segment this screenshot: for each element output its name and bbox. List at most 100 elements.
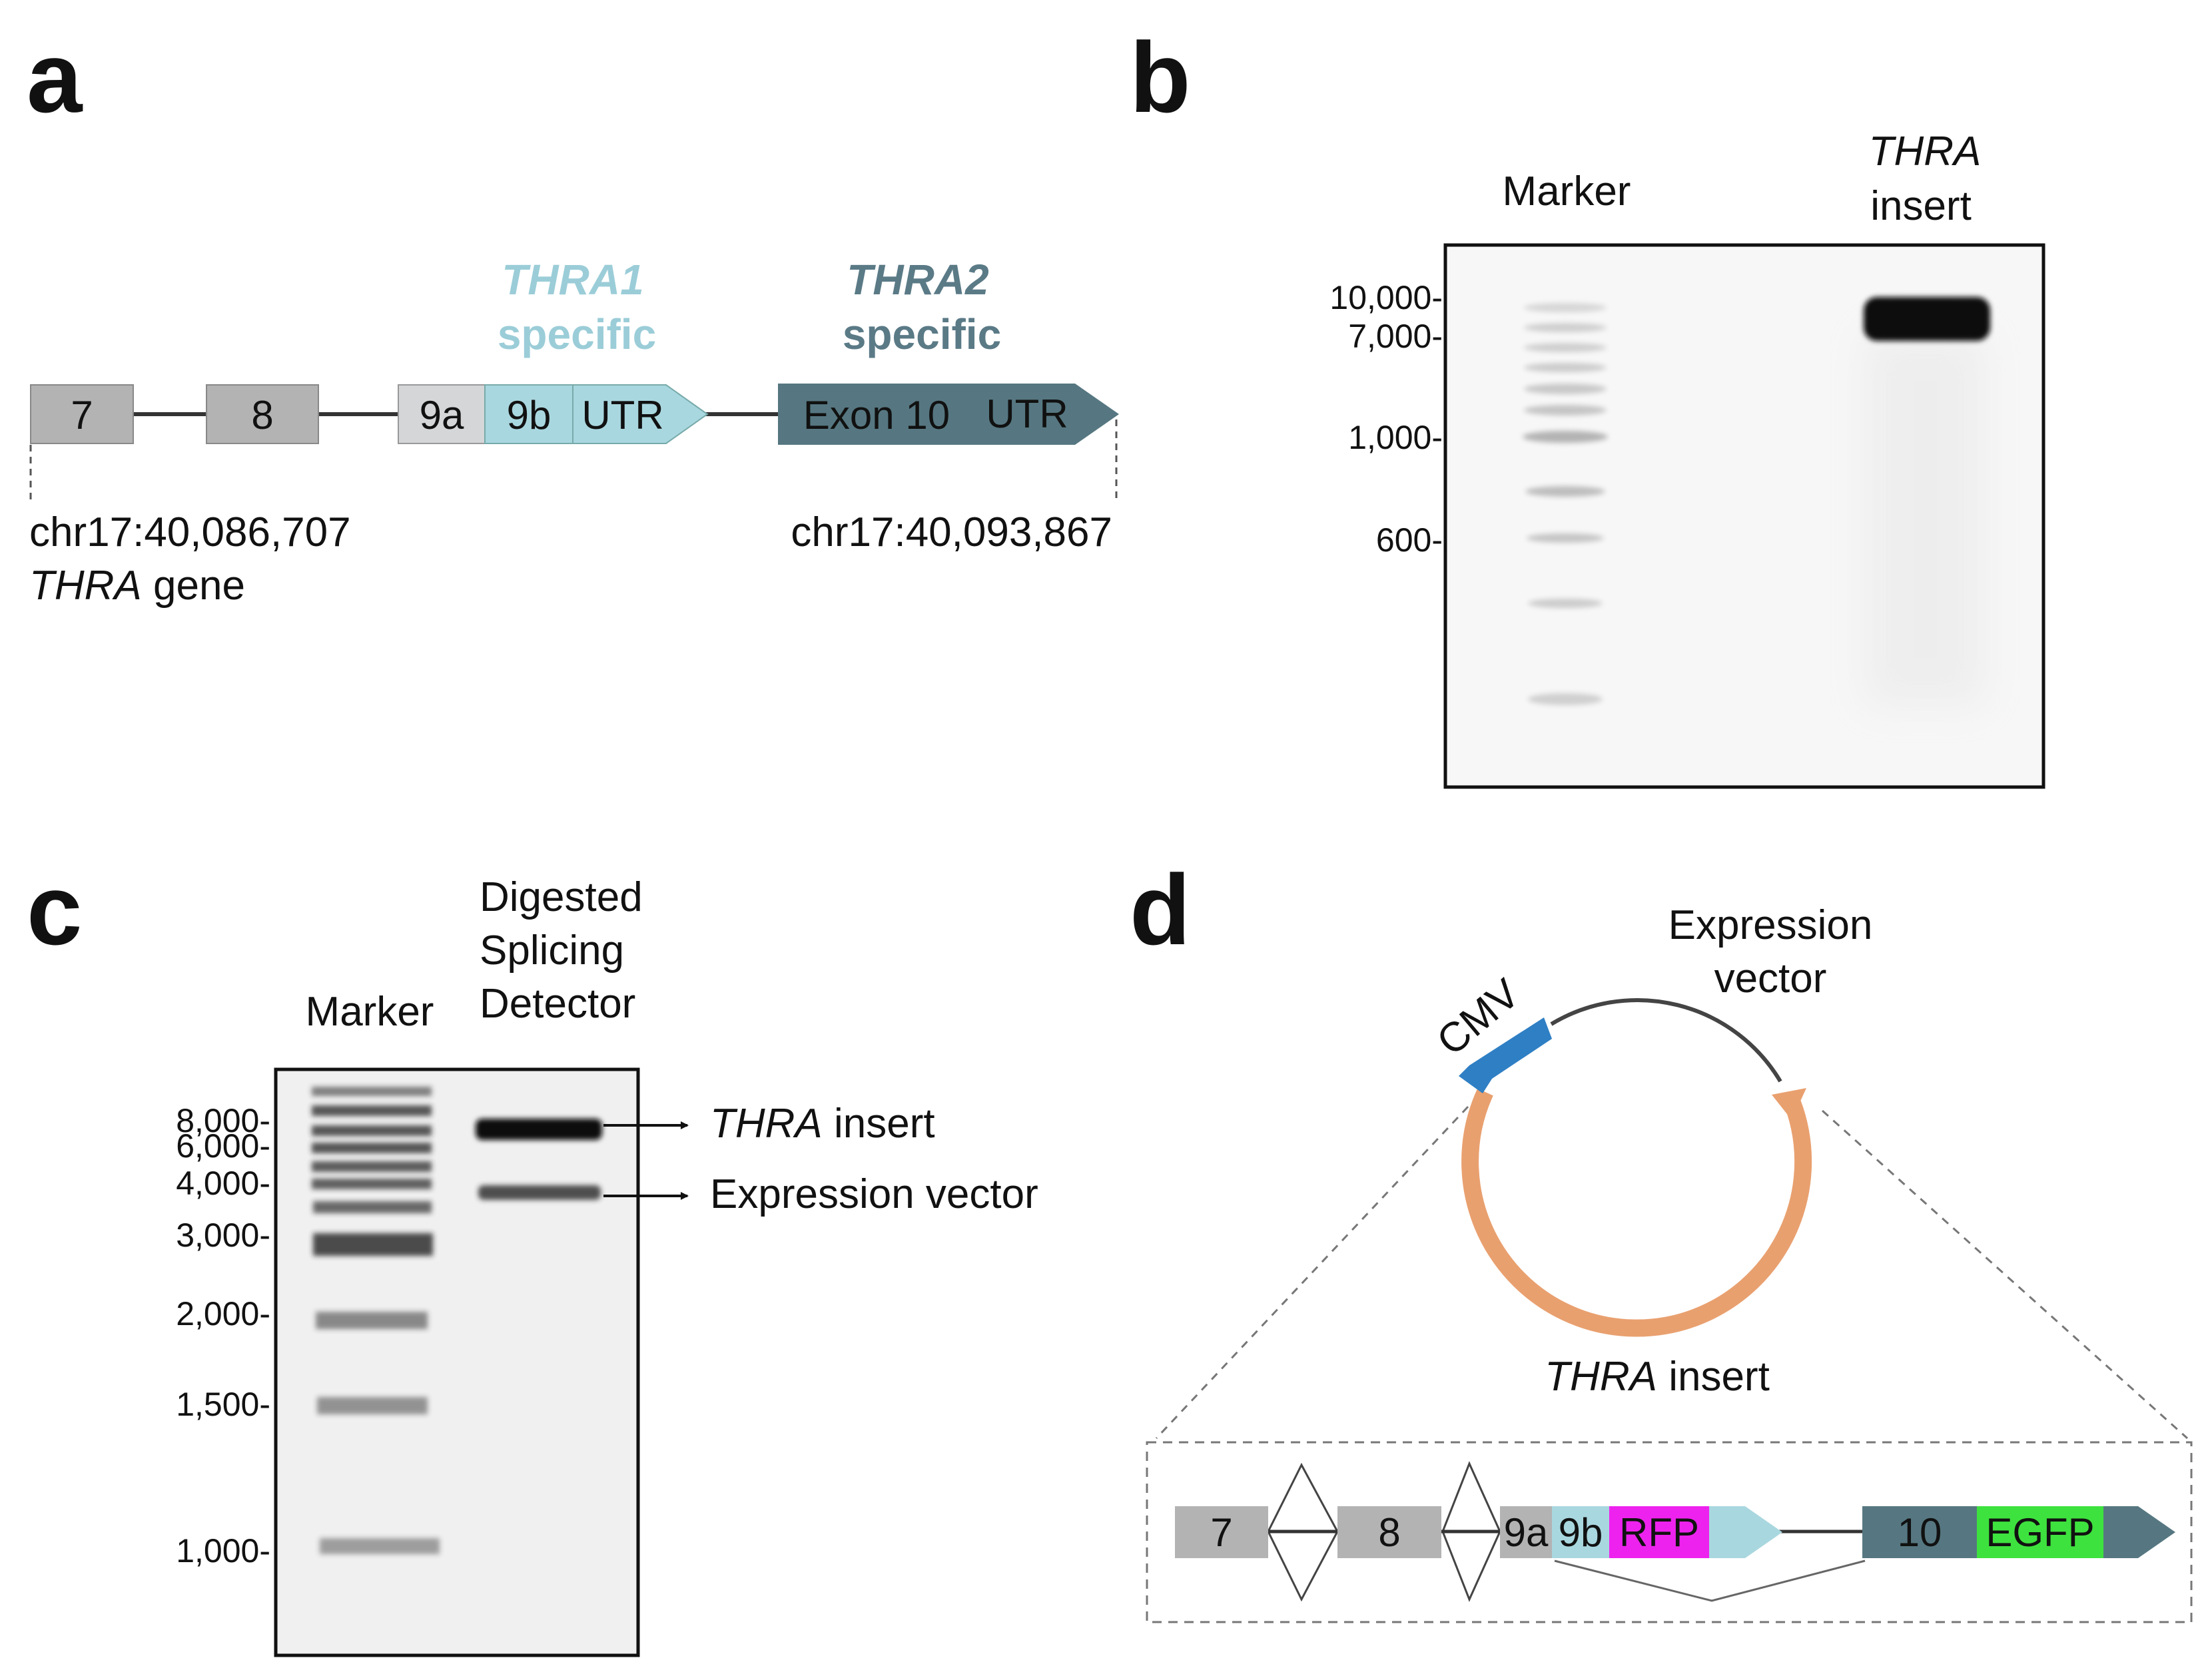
construct-exon-8-label: 8 xyxy=(1378,1510,1400,1555)
gel-c-tick: 8,000- xyxy=(176,1102,270,1139)
insert-arc xyxy=(1461,1088,1812,1337)
gel-b-smear xyxy=(1865,333,1985,706)
ladder-band xyxy=(1528,693,1603,705)
gel-c-marker-lane xyxy=(312,1087,440,1554)
ladder-band xyxy=(312,1105,432,1116)
gel-b-marker-lane xyxy=(1523,303,1608,705)
gel-b-insert-band xyxy=(1864,297,1990,341)
exon-7 xyxy=(30,384,134,444)
utr-thra2 xyxy=(975,384,1119,445)
ladder-band xyxy=(320,1538,440,1554)
gel-c-tick: 4,000- xyxy=(176,1165,270,1202)
ladder-band xyxy=(1524,405,1607,416)
utr-thra1-label: UTR xyxy=(581,393,663,437)
utr-thra1 xyxy=(572,384,709,444)
band-insert-label: THRA insert xyxy=(710,1101,935,1147)
ladder-band xyxy=(1523,431,1608,443)
construct-egfp-label: EGFP xyxy=(1986,1510,2094,1555)
exon-9a-label: 9a xyxy=(420,393,464,437)
splice-skip-line xyxy=(1554,1559,1866,1602)
gel-c-tick: 1,000- xyxy=(176,1532,270,1569)
construct-exon-7 xyxy=(1175,1506,1268,1558)
plasmid: CMV xyxy=(1429,970,1812,1337)
gel-b-lane-insert-1: THRA xyxy=(1869,129,1982,174)
ladder-band xyxy=(1528,599,1603,608)
plasmid-insert-label: THRA insert xyxy=(1545,1354,1770,1400)
gel-c xyxy=(274,1067,640,1657)
panel-d: d CMV Expression vector THRA insert xyxy=(1130,854,2193,1623)
gel-c-tick: 1,500- xyxy=(176,1386,270,1423)
panel-b: b Marker THRA insert 10,000- 7,000- 1,00… xyxy=(1130,21,2045,789)
ladder-band xyxy=(1524,303,1607,312)
gel-b-tick: 600- xyxy=(1376,521,1443,559)
insert-arrow xyxy=(1772,1088,1806,1120)
gel-c-lane-digest-1: Digested xyxy=(480,874,643,920)
construct-utr-2 xyxy=(2103,1506,2175,1558)
gene-label: THRA gene xyxy=(29,563,245,609)
gel-c-vector-band xyxy=(478,1185,601,1200)
ladder-band xyxy=(1524,384,1607,394)
gel-b-lane-marker: Marker xyxy=(1503,168,1631,214)
panel-label-a: a xyxy=(27,21,83,133)
gel-c-lane-digest-2: Splicing xyxy=(480,928,624,974)
ladder-band xyxy=(313,1233,433,1256)
gel-c-tick: 6,000- xyxy=(176,1127,270,1165)
construct-exon-7-label: 7 xyxy=(1210,1510,1232,1555)
zoom-line-right xyxy=(1821,1109,2189,1440)
construct-exon-9b-label: 9b xyxy=(1559,1510,1603,1555)
ladder-band xyxy=(1524,343,1607,352)
exon-9b-label: 9b xyxy=(507,393,552,437)
ladder-band xyxy=(313,1201,432,1213)
coord-right: chr17:40,093,867 xyxy=(791,509,1112,555)
gel-b-lane-insert-2: insert xyxy=(1870,183,1972,229)
gel-b-tick: 1,000- xyxy=(1348,419,1443,456)
ladder-band xyxy=(312,1087,432,1096)
panel-a: a THRA1 specific THRA2 specific 7 8 9a 9… xyxy=(27,21,1119,609)
construct-rfp xyxy=(1609,1506,1709,1558)
gel-c-lane-digest-3: Detector xyxy=(480,981,635,1027)
panel-label-d: d xyxy=(1130,854,1191,966)
ladder-band xyxy=(317,1397,428,1414)
construct-exon-9b xyxy=(1552,1506,1609,1558)
exon-7-label: 7 xyxy=(71,393,93,437)
thra2-specific: specific xyxy=(843,310,1001,358)
gel-c-tick: 2,000- xyxy=(176,1295,270,1332)
construct-utr-1 xyxy=(1709,1506,1782,1558)
panel-label-b: b xyxy=(1130,21,1191,133)
backbone-arc xyxy=(1550,998,1782,1083)
exon-8-label: 8 xyxy=(251,393,273,437)
utr-thra2-label: UTR xyxy=(986,392,1068,436)
exon-10-label: Exon 10 xyxy=(803,393,950,437)
gel-b-tick: 7,000- xyxy=(1348,318,1443,355)
cmv-arrow xyxy=(1459,1017,1552,1093)
construct-exon-10 xyxy=(1862,1506,1977,1558)
zoom-line-left xyxy=(1155,1105,1469,1440)
construct-exon-9a-label: 9a xyxy=(1504,1510,1549,1555)
construct-egfp xyxy=(1977,1506,2103,1558)
exon-10 xyxy=(778,384,975,445)
exon-8 xyxy=(206,384,319,444)
construct-rfp-label: RFP xyxy=(1619,1510,1699,1555)
gel-c-tick: 3,000- xyxy=(176,1217,270,1254)
vector-label-2: vector xyxy=(1714,956,1827,1001)
ladder-band xyxy=(312,1125,432,1136)
ladder-band xyxy=(1524,323,1607,332)
vector-label-1: Expression xyxy=(1668,902,1873,948)
band-vector-label: Expression vector xyxy=(710,1171,1038,1217)
ladder-band xyxy=(312,1179,432,1189)
ladder-band xyxy=(312,1143,432,1153)
gel-c-insert-band xyxy=(476,1119,602,1140)
construct-box xyxy=(1146,1441,2193,1623)
panel-label-c: c xyxy=(27,854,82,966)
panel-c: c Marker Digested Splicing Detector 8,00… xyxy=(27,854,1038,1657)
construct-exon-10-label: 10 xyxy=(1898,1510,1942,1555)
exon-9a xyxy=(398,384,486,444)
ladder-band xyxy=(1525,486,1605,497)
ladder-band xyxy=(1527,533,1604,543)
thra1-specific: specific xyxy=(498,310,656,358)
coord-left: chr17:40,086,707 xyxy=(29,509,351,555)
gel-b-tick: 10,000- xyxy=(1329,279,1443,316)
ladder-band xyxy=(316,1312,428,1329)
gel-c-lane-marker: Marker xyxy=(306,989,434,1035)
